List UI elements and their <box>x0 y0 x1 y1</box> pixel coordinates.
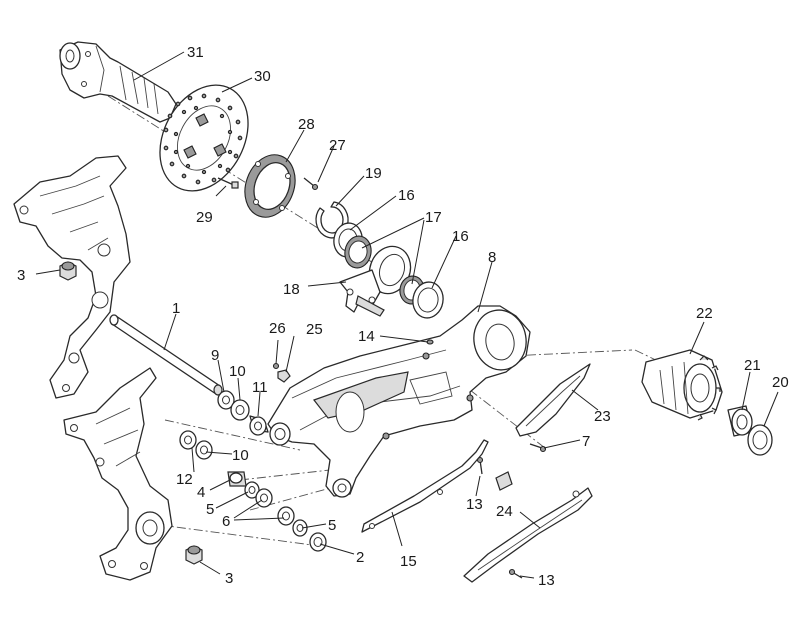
callout-labels: 31 30 28 27 19 16 17 16 8 18 14 26 25 29… <box>17 44 789 589</box>
callout-10-lower: 10 <box>232 447 249 464</box>
callout-6: 6 <box>222 513 230 530</box>
callout-11: 11 <box>252 379 268 396</box>
callout-20: 20 <box>772 374 789 391</box>
chain-slider <box>361 439 489 533</box>
callout-25: 25 <box>306 321 323 338</box>
chain-guard <box>515 363 591 437</box>
ring-screw <box>303 177 319 191</box>
seal-rings-lower <box>399 275 444 319</box>
callout-10-upper: 10 <box>229 363 246 380</box>
callout-leaders <box>35 51 779 579</box>
swingarm <box>267 305 531 498</box>
callout-12: 12 <box>176 471 193 488</box>
callout-7: 7 <box>582 433 590 450</box>
callout-14: 14 <box>358 328 375 345</box>
guard-screw <box>529 443 547 453</box>
wheel-hub-housing <box>641 349 723 421</box>
callout-15: 15 <box>400 553 417 570</box>
wheel-spacer <box>727 405 753 437</box>
pivot-bushings-lower <box>179 430 327 552</box>
callout-5-left: 5 <box>206 501 214 518</box>
pivot-shaft <box>109 314 223 396</box>
chain-guide <box>463 487 593 583</box>
callout-13-lower: 13 <box>538 572 555 589</box>
callout-23: 23 <box>594 408 611 425</box>
slider-fasteners <box>476 456 523 579</box>
frame-plate-lower <box>63 367 173 581</box>
callout-3-upper: 3 <box>17 267 25 284</box>
callout-29: 29 <box>196 209 213 226</box>
callout-17: 17 <box>425 209 442 226</box>
callout-8: 8 <box>488 249 496 266</box>
callout-4: 4 <box>197 484 205 501</box>
seal-rings-upper <box>333 222 372 269</box>
callout-28: 28 <box>298 116 315 133</box>
pivot-bushings-upper <box>217 390 269 436</box>
callout-26: 26 <box>269 320 286 337</box>
pivot-nut-lower <box>185 545 203 565</box>
callout-9: 9 <box>211 347 219 364</box>
callout-1: 1 <box>172 300 180 317</box>
wheel-seal-ring <box>747 424 773 456</box>
callout-5-right: 5 <box>328 517 336 534</box>
callout-16-lower: 16 <box>452 228 469 245</box>
callout-24: 24 <box>496 503 513 520</box>
callout-18: 18 <box>283 281 300 298</box>
frame-plate-upper <box>13 155 131 399</box>
callout-31: 31 <box>187 44 204 61</box>
callout-19: 19 <box>365 165 382 182</box>
callout-27: 27 <box>329 137 346 154</box>
callout-2: 2 <box>356 549 364 566</box>
brake-disc <box>159 84 249 192</box>
disc-screw <box>217 177 239 189</box>
callout-3-lower: 3 <box>225 570 233 587</box>
callout-16-upper: 16 <box>398 187 415 204</box>
callout-30: 30 <box>254 68 271 85</box>
eccentric-hub <box>339 245 412 317</box>
callout-21: 21 <box>744 357 761 374</box>
pivot-nut-upper <box>59 261 77 281</box>
rear-hub-shaft <box>59 41 177 123</box>
small-fasteners <box>272 339 434 383</box>
callout-13-upper: 13 <box>466 496 483 513</box>
cush-drive-ring <box>244 154 296 218</box>
callout-22: 22 <box>696 305 713 322</box>
